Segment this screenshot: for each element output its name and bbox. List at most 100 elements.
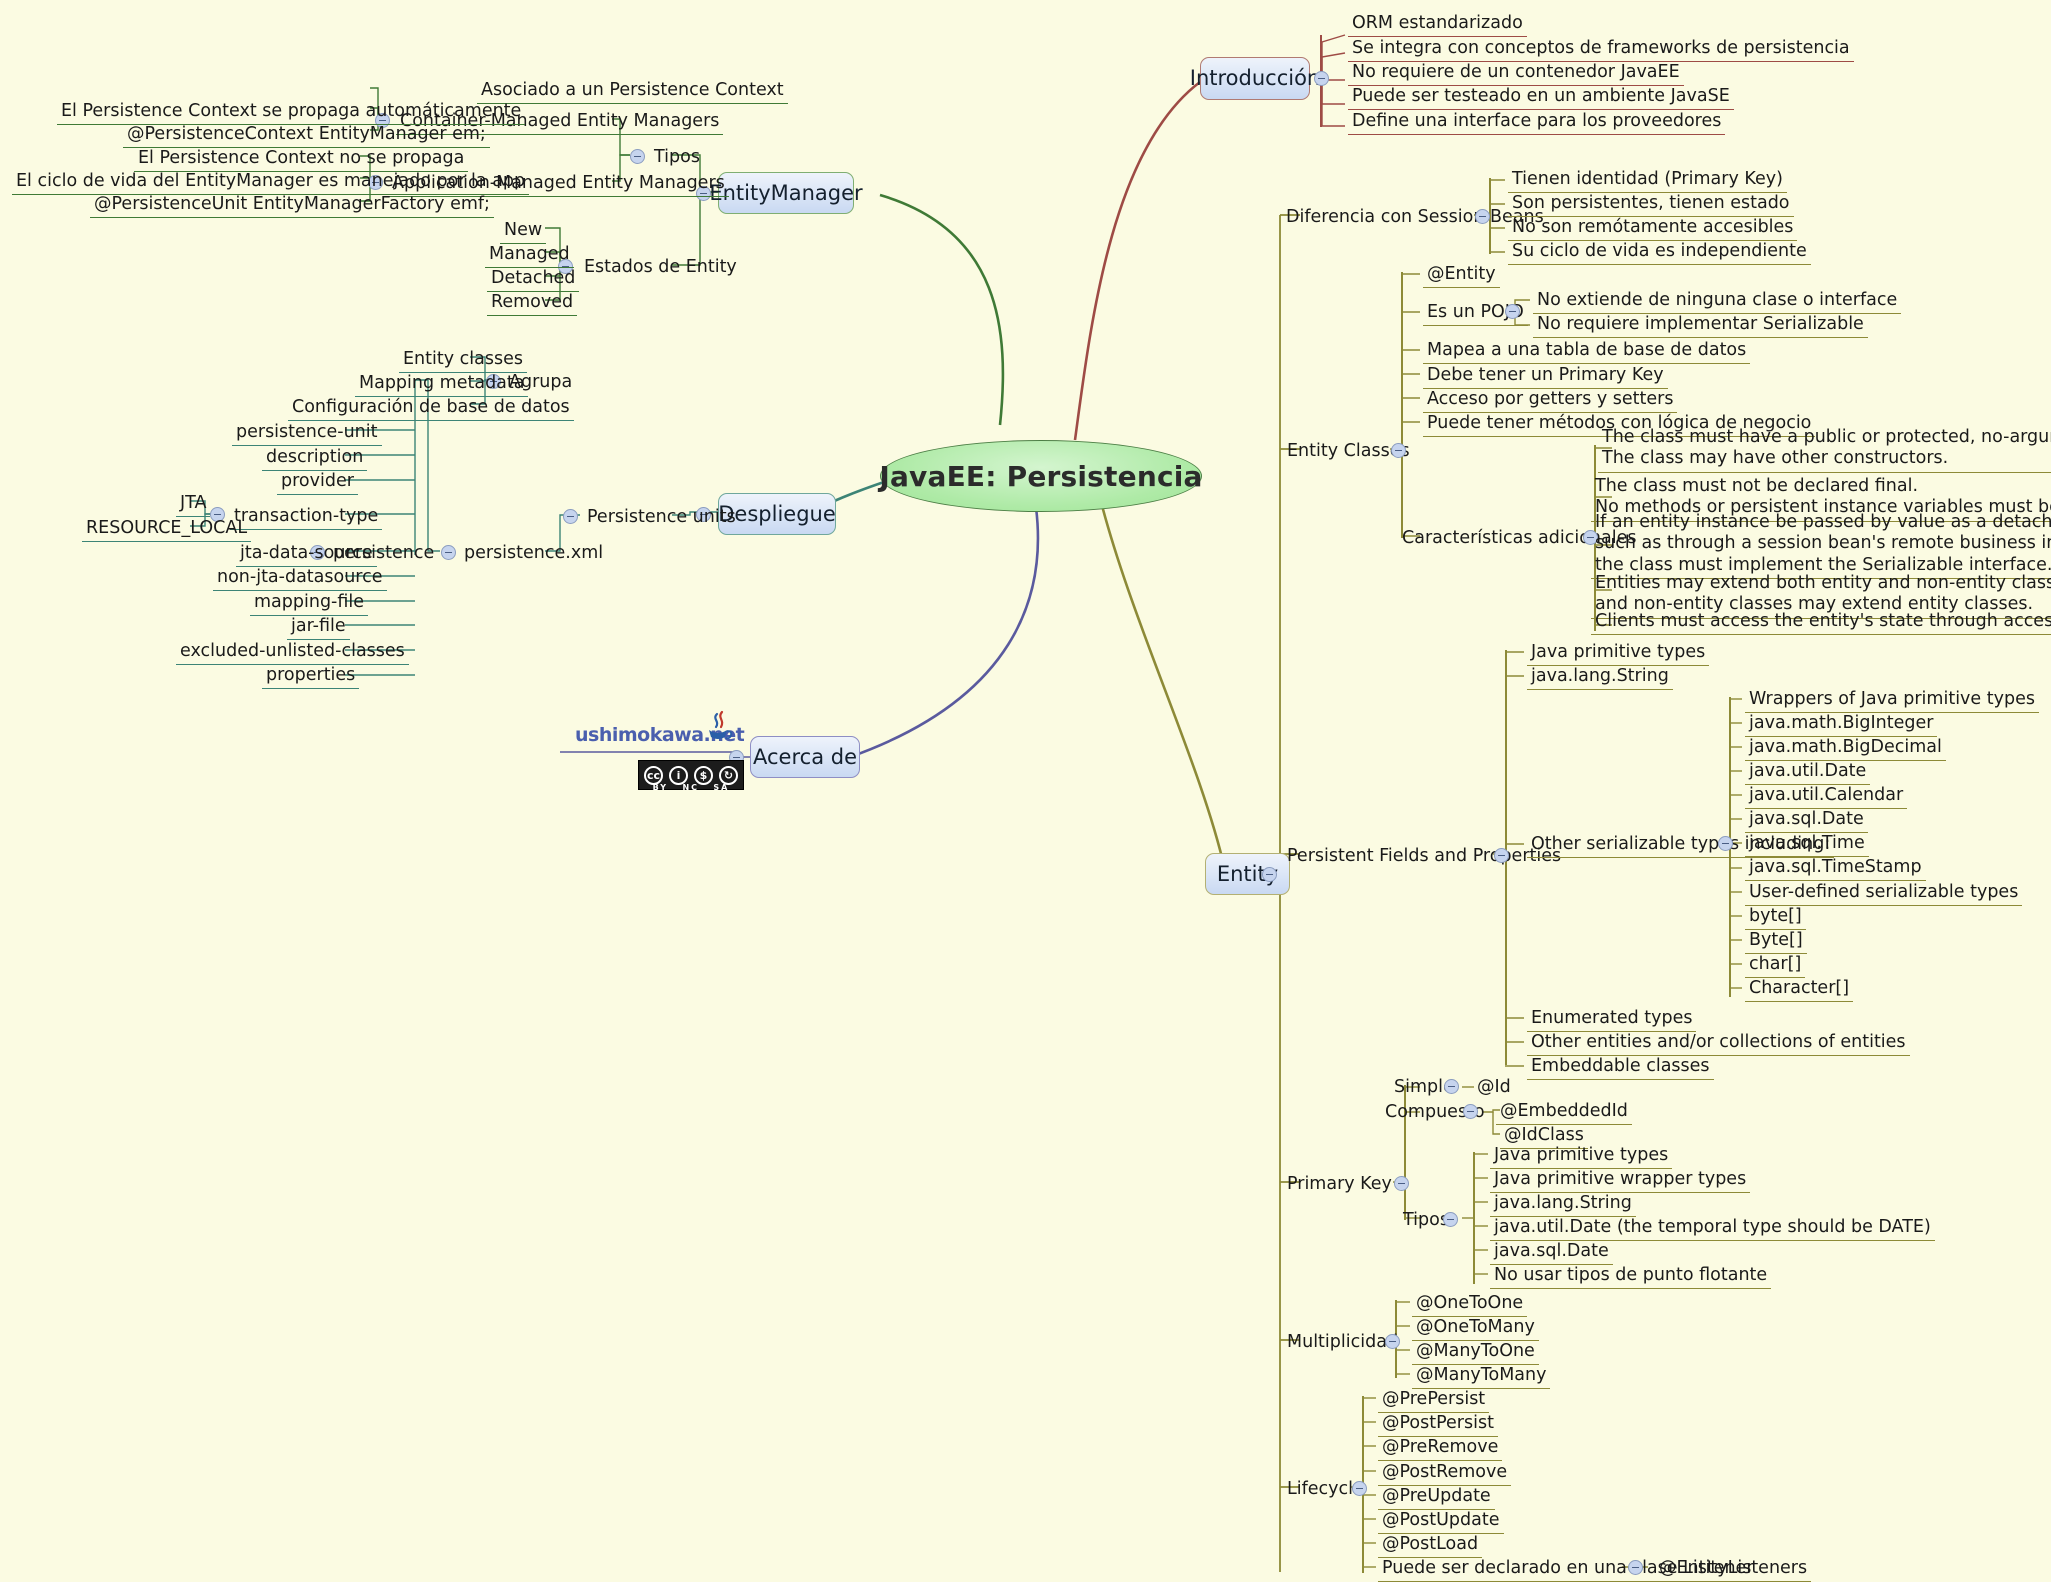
node-pu-el-2[interactable]: provider [277, 470, 358, 496]
node-em-tipos[interactable]: Tipos [654, 147, 700, 167]
node-intro-2[interactable]: No requiere de un contenedor JavaEE [1348, 61, 1684, 87]
node-pu-el-5[interactable]: non-jta-datasource [213, 566, 387, 592]
node-em-am-2[interactable]: @PersistenceUnit EntityManagerFactory em… [90, 193, 494, 219]
node-persistence-xml[interactable]: persistence.xml [464, 543, 604, 563]
node-persistence[interactable]: persistence [333, 543, 435, 563]
node-ser-12[interactable]: Character[] [1745, 977, 1854, 1003]
node-ser-0[interactable]: Wrappers of Java primitive types [1745, 688, 2039, 714]
node-pf-3[interactable]: Enumerated types [1527, 1007, 1697, 1033]
collapse-persistence-xml[interactable] [441, 545, 456, 560]
node-ser-8[interactable]: User-defined serializable types [1745, 881, 2023, 907]
node-em-container[interactable]: Container-Managed Entity Managers [396, 110, 724, 136]
node-lifecycle[interactable]: Lifecycle [1287, 1479, 1364, 1499]
node-em-estado-0[interactable]: New [500, 219, 547, 245]
collapse-pk-compuesto[interactable] [1463, 1104, 1478, 1119]
collapse-agrupa[interactable] [486, 374, 501, 389]
node-pk-tipos[interactable]: Tipos [1403, 1210, 1449, 1230]
node-lc-6[interactable]: @PostLoad [1378, 1533, 1483, 1559]
node-ec-3[interactable]: Debe tener un Primary Key [1423, 364, 1668, 390]
collapse-other-serializable[interactable] [1718, 836, 1733, 851]
node-mult-2[interactable]: @ManyToOne [1412, 1340, 1539, 1366]
node-pk-comp-0[interactable]: @EmbeddedId [1496, 1100, 1632, 1126]
node-ser-1[interactable]: java.math.BigInteger [1745, 712, 1938, 738]
node-pk-tipo-4[interactable]: java.sql.Date [1490, 1240, 1613, 1266]
collapse-es-un-pojo[interactable] [1505, 304, 1520, 319]
node-pu-el-8[interactable]: excluded-unlisted-classes [176, 640, 409, 666]
node-lc-2[interactable]: @PreRemove [1378, 1436, 1503, 1462]
node-em-estado-1[interactable]: Managed [485, 243, 574, 269]
collapse-pk-simple[interactable] [1444, 1079, 1459, 1094]
node-carac-1[interactable]: The class must not be declared final. No… [1591, 475, 2051, 522]
node-ser-4[interactable]: java.util.Calendar [1745, 784, 1908, 810]
node-intro-0[interactable]: ORM estandarizado [1348, 12, 1527, 38]
collapse-primary-key[interactable] [1394, 1176, 1409, 1191]
node-carac-3[interactable]: Entities may extend both entity and non-… [1591, 572, 2051, 619]
node-pk-id[interactable]: @Id [1477, 1077, 1511, 1097]
node-pk-comp-1[interactable]: @IdClass [1500, 1124, 1588, 1150]
node-ser-9[interactable]: byte[] [1745, 905, 1806, 931]
node-persistent-fields[interactable]: Persistent Fields and Properties [1287, 846, 1562, 866]
node-ser-7[interactable]: java.sql.TimeStamp [1745, 856, 1926, 882]
node-pu-el-6[interactable]: mapping-file [250, 591, 369, 617]
collapse-estados[interactable] [558, 259, 573, 274]
node-pu-el-1[interactable]: description [262, 446, 368, 472]
branch-introduccion[interactable]: Introducción [1190, 57, 1320, 100]
node-dif-3[interactable]: Su ciclo de vida es independiente [1508, 240, 1811, 266]
node-ec-2[interactable]: Mapea a una tabla de base de datos [1423, 339, 1751, 365]
node-pk-tipo-3[interactable]: java.util.Date (the temporal type should… [1490, 1216, 1935, 1242]
node-ser-11[interactable]: char[] [1745, 953, 1806, 979]
collapse-persistent-fields[interactable] [1494, 848, 1509, 863]
node-dif-2[interactable]: No son remótamente accesibles [1508, 216, 1798, 242]
node-ec-4[interactable]: Acceso por getters y setters [1423, 388, 1678, 414]
branch-acercade[interactable]: Acerca de [750, 736, 860, 778]
node-txtype-jta[interactable]: JTA [176, 492, 211, 518]
node-pf-1[interactable]: java.lang.String [1527, 665, 1673, 691]
collapse-persistence[interactable] [310, 545, 325, 560]
node-ser-3[interactable]: java.util.Date [1745, 760, 1871, 786]
node-em-estados[interactable]: Estados de Entity [584, 257, 737, 277]
node-em-cm-1[interactable]: El Persistence Context se propaga automá… [57, 100, 526, 126]
node-pu-el-0[interactable]: persistence-unit [232, 421, 382, 447]
node-carac-2[interactable]: If an entity instance be passed by value… [1591, 511, 2051, 580]
node-pojo-0[interactable]: No extiende de ninguna clase o interface [1533, 289, 1902, 315]
branch-entity[interactable]: Entity [1205, 853, 1290, 895]
node-intro-1[interactable]: Se integra con conceptos de frameworks d… [1348, 37, 1854, 63]
collapse-lifecycle[interactable] [1352, 1481, 1367, 1496]
collapse-container-managed[interactable] [375, 113, 390, 128]
node-agrupa-1[interactable]: Mapping metadata [355, 372, 529, 398]
node-txtype-resource-local[interactable]: RESOURCE_LOCAL [82, 517, 252, 543]
node-lc-5[interactable]: @PostUpdate [1378, 1509, 1504, 1535]
node-em-estado-2[interactable]: Detached [487, 267, 580, 293]
node-em-cm-2[interactable]: @PersistenceContext EntityManager em; [123, 123, 490, 149]
node-em-estado-3[interactable]: Removed [487, 291, 578, 317]
node-ser-2[interactable]: java.math.BigDecimal [1745, 736, 1946, 762]
node-em-cm-0[interactable]: Asociado a un Persistence Context [477, 79, 788, 105]
node-ser-5[interactable]: java.sql.Date [1745, 808, 1868, 834]
node-pu-el-3[interactable]: transaction-type [230, 505, 383, 531]
collapse-application-managed[interactable] [368, 175, 383, 190]
node-pu-el-9[interactable]: properties [262, 664, 360, 690]
node-pf-5[interactable]: Embeddable classes [1527, 1055, 1714, 1081]
node-pojo-1[interactable]: No requiere implementar Serializable [1533, 313, 1868, 339]
node-pf-0[interactable]: Java primitive types [1527, 641, 1710, 667]
node-mult-0[interactable]: @OneToOne [1412, 1292, 1528, 1318]
node-primary-key[interactable]: Primary Key [1287, 1174, 1392, 1194]
node-entity-listeners[interactable]: @EntityListeners [1655, 1557, 1812, 1582]
node-ser-6[interactable]: java.sql.Time [1745, 832, 1869, 858]
node-persistence-units[interactable]: Persistence units [587, 507, 736, 527]
node-pk-tipo-0[interactable]: Java primitive types [1490, 1144, 1673, 1170]
node-intro-3[interactable]: Puede ser testeado en un ambiente JavaSE [1348, 85, 1734, 111]
node-pk-simple[interactable]: Simple [1394, 1077, 1454, 1097]
node-lc-3[interactable]: @PostRemove [1378, 1461, 1512, 1487]
node-mult-3[interactable]: @ManyToMany [1412, 1364, 1551, 1390]
branch-entitymanager[interactable]: EntityManager [709, 172, 863, 214]
collapse-transaction-type[interactable] [210, 507, 225, 522]
node-ec-5[interactable]: Puede tener métodos con lógica de negoci… [1423, 412, 1816, 438]
branch-despliegue[interactable]: Despliegue [718, 493, 836, 535]
node-ser-10[interactable]: Byte[] [1745, 929, 1807, 955]
node-ec-0[interactable]: @Entity [1423, 263, 1500, 289]
node-lc-0[interactable]: @PrePersist [1378, 1388, 1490, 1414]
collapse-despliegue[interactable] [696, 507, 711, 522]
collapse-pk-tipos[interactable] [1443, 1212, 1458, 1227]
node-pk-tipo-1[interactable]: Java primitive wrapper types [1490, 1168, 1751, 1194]
